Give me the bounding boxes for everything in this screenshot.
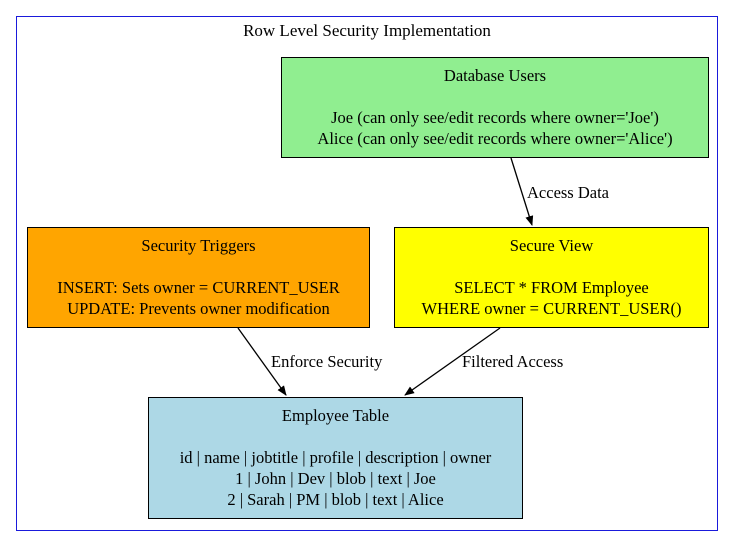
- node-database-users: Database Users Joe (can only see/edit re…: [281, 57, 709, 158]
- edge-label-access-data: Access Data: [527, 183, 610, 202]
- edge-label-filtered-access: Filtered Access: [462, 352, 564, 371]
- node-database-users-title: Database Users: [443, 66, 547, 85]
- node-secure-view-line-1: SELECT * FROM Employee: [454, 278, 649, 297]
- edge-view-to-table: [404, 327, 501, 396]
- node-employee-table-header-row: id | name | jobtitle | profile | descrip…: [179, 448, 492, 467]
- edge-triggers-to-table: [237, 327, 287, 396]
- node-security-triggers-title: Security Triggers: [141, 236, 256, 255]
- edge-users-to-view: [510, 157, 534, 226]
- edge-label-enforce-security: Enforce Security: [271, 352, 383, 371]
- diagram-cluster-border: [16, 16, 718, 531]
- diagram-title: Row Level Security Implementation: [243, 21, 491, 40]
- node-security-triggers-line-2: UPDATE: Prevents owner modification: [67, 299, 330, 318]
- node-database-users-line-2: Alice (can only see/edit records where o…: [317, 129, 673, 148]
- node-secure-view-line-2: WHERE owner = CURRENT_USER(): [421, 299, 682, 318]
- node-employee-table-row-2: 2 | Sarah | PM | blob | text | Alice: [227, 490, 444, 509]
- node-employee-table-row-1: 1 | John | Dev | blob | text | Joe: [235, 469, 436, 488]
- node-security-triggers: Security Triggers INSERT: Sets owner = C…: [27, 227, 370, 328]
- node-secure-view: Secure View SELECT * FROM Employee WHERE…: [394, 227, 709, 328]
- node-database-users-line-1: Joe (can only see/edit records where own…: [331, 108, 659, 127]
- node-security-triggers-line-1: INSERT: Sets owner = CURRENT_USER: [57, 278, 340, 297]
- node-secure-view-title: Secure View: [509, 236, 594, 255]
- node-employee-table-title: Employee Table: [281, 406, 390, 425]
- node-employee-table: Employee Table id | name | jobtitle | pr…: [148, 397, 523, 519]
